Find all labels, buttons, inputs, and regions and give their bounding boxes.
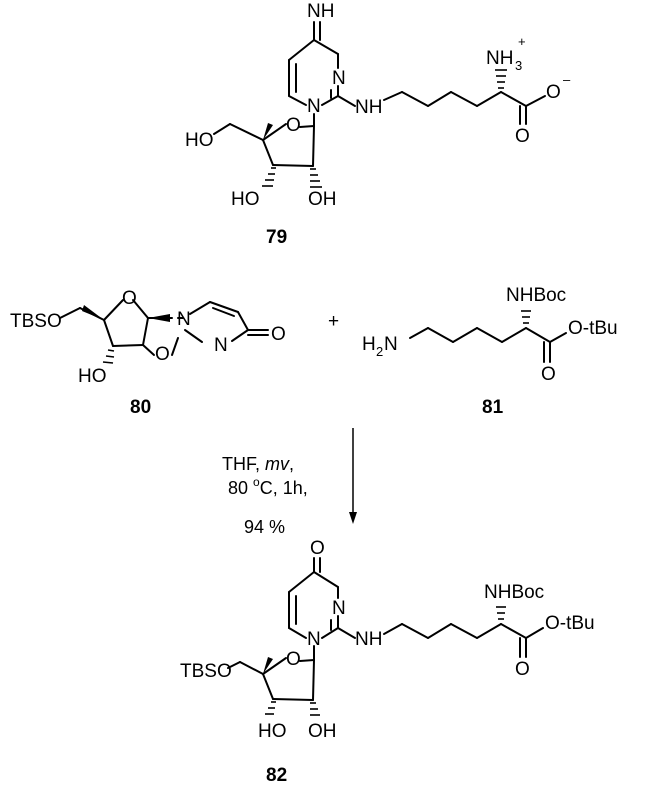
conditions-yield: 94 %: [244, 517, 285, 537]
atom-label: O: [122, 288, 137, 309]
atom-label: TBSO: [180, 661, 232, 682]
atom-label: O: [286, 649, 301, 670]
atom-label: O: [310, 538, 325, 559]
atom-label: O: [286, 115, 301, 136]
atom-label: N: [384, 334, 398, 355]
atom-label: N: [332, 68, 346, 89]
arrow-head: [349, 512, 357, 524]
subscript: 2: [376, 344, 383, 359]
hashed-bond: [262, 167, 276, 187]
atom-label: HO: [185, 130, 214, 151]
atom-label: HO: [78, 366, 107, 387]
atom-label: O: [546, 82, 561, 103]
compound-number-81: 81: [482, 397, 504, 418]
hashed-bond: [496, 606, 506, 620]
subscript: 3: [515, 58, 522, 73]
conditions-line-2: 80 oC, 1h,: [228, 475, 308, 498]
atom-label: N: [307, 96, 321, 117]
hashed-bond: [521, 310, 531, 324]
atom-label: HO: [258, 721, 287, 742]
atom-label: O: [155, 344, 170, 365]
atom-label: OH: [308, 189, 337, 210]
atom-label: O: [515, 126, 530, 147]
atom-label: N: [177, 309, 191, 330]
atom-label: O: [515, 659, 530, 680]
atom-label: O-tBu: [545, 613, 595, 634]
atom-label: O: [271, 324, 286, 345]
atom-label: NH: [355, 97, 382, 118]
compound-80-structure: [59, 299, 269, 364]
atom-label: TBSO: [10, 311, 62, 332]
atom-label: NH: [486, 48, 513, 69]
compound-81-labels: H 2 N NHBoc O-tBu O: [362, 285, 618, 385]
atom-label: NH: [355, 629, 382, 650]
atom-label: N: [332, 598, 346, 619]
compound-82-structure: [227, 557, 544, 716]
compound-82-labels: O N N NH NHBoc O-tBu O TBSO O HO OH: [180, 538, 595, 742]
compound-79-structure: [213, 21, 546, 188]
compound-number-82: 82: [266, 765, 287, 786]
charge: –: [563, 72, 571, 87]
atom-label: NHBoc: [506, 285, 566, 306]
atom-label: H: [362, 334, 376, 355]
compound-number-80: 80: [130, 397, 151, 418]
atom-label: OH: [308, 721, 337, 742]
compound-79-labels: NH N N NH NH 3 + O – O HO O HO OH: [185, 1, 571, 210]
hashed-bond: [102, 349, 115, 364]
compound-80-labels: TBSO O N N O O HO: [10, 288, 286, 387]
atom-label: O: [541, 364, 556, 385]
atom-label: O-tBu: [568, 318, 618, 339]
atom-label: NHBoc: [484, 582, 544, 603]
plus-sign: +: [328, 311, 339, 332]
atom-label: NH: [307, 1, 334, 22]
atom-label: N: [307, 629, 321, 650]
compound-81-structure: [409, 310, 567, 363]
charge: +: [518, 34, 526, 49]
hashed-bond: [495, 69, 507, 89]
hashed-bond: [310, 702, 320, 716]
conditions-line-1: THF, mv,: [222, 454, 294, 474]
atom-label: HO: [231, 189, 260, 210]
hashed-bond: [265, 701, 276, 715]
hashed-bond: [310, 168, 322, 188]
atom-label: N: [214, 335, 228, 356]
compound-number-79: 79: [266, 227, 287, 248]
